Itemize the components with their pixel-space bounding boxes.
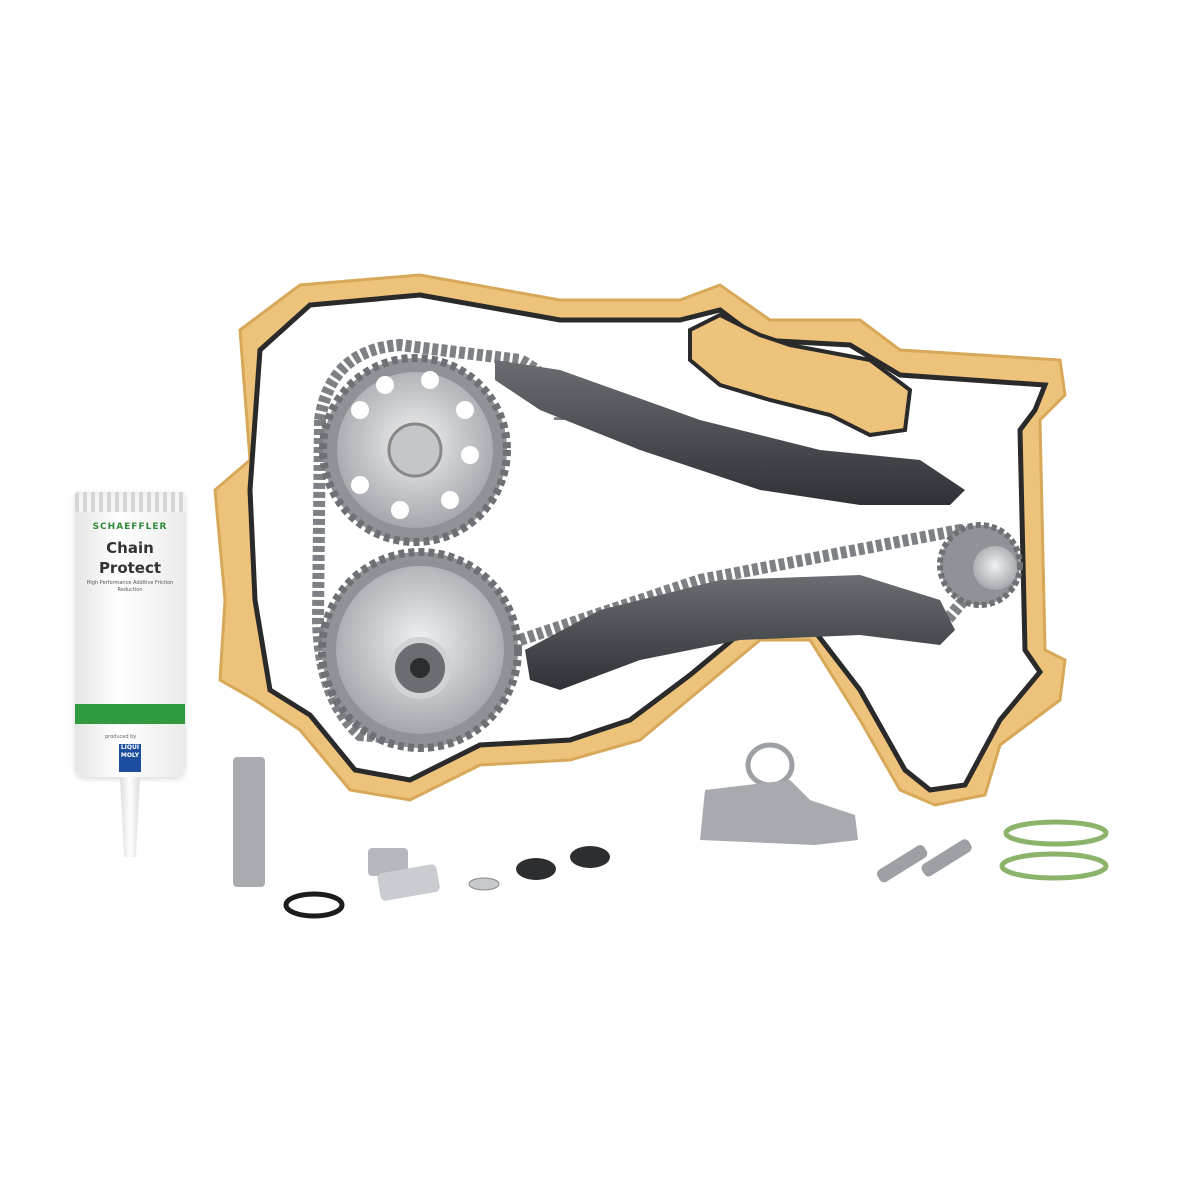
liqui-moly-logo: LIQUI MOLY [119, 744, 141, 772]
upper-chain-guide [495, 360, 965, 505]
cam-phaser [318, 548, 522, 752]
washer [468, 877, 500, 891]
tube-green-band [75, 704, 185, 724]
tube-made-by: produced by [105, 734, 137, 740]
dowel-pin [921, 839, 972, 877]
tube-title-line2: Protect [98, 559, 162, 577]
tube-subtitle: High Performance Additive Friction Reduc… [86, 580, 174, 593]
green-o-ring [1003, 819, 1109, 847]
tube-nozzle [120, 777, 140, 857]
tube-brand: SCHAEFFLER [92, 522, 168, 532]
valve-seal [570, 846, 610, 868]
valve-seal [516, 858, 556, 880]
guide-pin [233, 757, 265, 887]
drain-plug [368, 848, 440, 901]
tube-crimp [75, 492, 185, 512]
lower-chain-guide [525, 575, 955, 690]
timing-cover-gasket [213, 273, 1067, 807]
tube-title: Chain Protect [75, 538, 185, 578]
chain-tensioner [700, 742, 858, 845]
o-ring [283, 891, 345, 919]
tube-title-line1: Chain [106, 539, 154, 557]
tube-body: SCHAEFFLER Chain Protect High Performanc… [75, 492, 185, 777]
dowel-pin [876, 845, 928, 883]
camshaft-sprocket [319, 354, 511, 546]
crankshaft-sprocket [937, 522, 1023, 608]
chain-protect-tube: SCHAEFFLER Chain Protect High Performanc… [75, 492, 185, 862]
green-o-ring [999, 851, 1109, 881]
